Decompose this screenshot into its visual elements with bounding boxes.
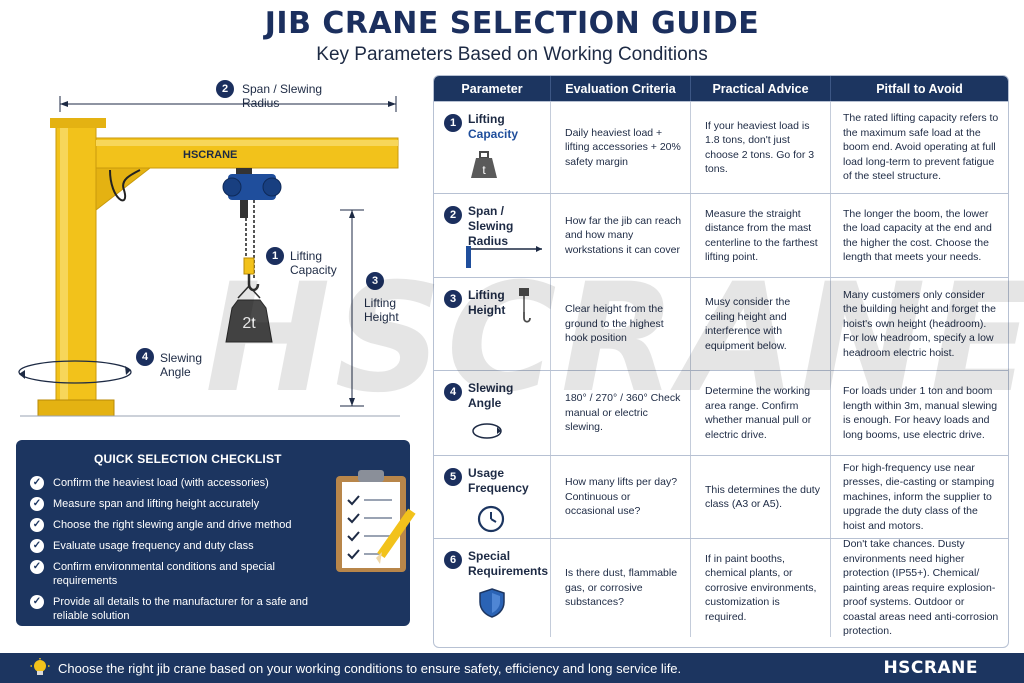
check-icon: ✓ — [30, 539, 44, 553]
advice-cell: If in paint booths, chemical plants, or … — [691, 539, 831, 637]
column-header-pitfall: Pitfall to Avoid — [876, 81, 963, 96]
svg-text:t: t — [482, 163, 486, 177]
table-header: Parameter Evaluation Criteria Practical … — [434, 76, 1008, 101]
pitfall-cell: The longer the boom, the lower the load … — [843, 207, 992, 264]
hook-icon — [519, 288, 531, 323]
column-header-criteria: Evaluation Criteria — [551, 76, 691, 101]
column-header-advice: Practical Advice — [691, 76, 831, 101]
checklist-item: ✓Confirm the heaviest load (with accesso… — [30, 476, 340, 490]
quick-selection-checklist: QUICK SELECTION CHECKLIST ✓Confirm the h… — [16, 440, 416, 626]
criteria-cell: Clear height from the ground to the high… — [551, 278, 691, 370]
footer-bar: Choose the right jib crane based on your… — [0, 653, 1024, 683]
criteria-cell: Daily heaviest load + lifting accessorie… — [551, 102, 691, 193]
check-icon: ✓ — [30, 560, 44, 574]
advice-cell: If your heaviest load is 1.8 tons, don't… — [691, 102, 831, 193]
load-weight-label: 2t — [242, 315, 256, 332]
parameter-table: Parameter Evaluation Criteria Practical … — [433, 75, 1009, 648]
pitfall-cell: For loads under 1 ton and boom length wi… — [843, 385, 998, 441]
pitfall-cell: The rated lifting capacity refers to the… — [843, 112, 999, 183]
criteria-cell: How many lifts per day? Continuous or oc… — [551, 456, 691, 538]
shield-icon — [479, 588, 505, 618]
jib-crane-illustration: HSCRANE 2t — [18, 96, 400, 417]
span-icon — [466, 246, 542, 268]
advice-cell: Determine the working area range. Confir… — [691, 371, 831, 455]
checklist-items: ✓Confirm the heaviest load (with accesso… — [30, 476, 396, 623]
page-subtitle: Key Parameters Based on Working Conditio… — [316, 44, 708, 65]
checklist-title: QUICK SELECTION CHECKLIST — [94, 452, 282, 466]
check-icon: ✓ — [30, 518, 44, 532]
checklist-item: ✓Choose the right slewing angle and driv… — [30, 518, 340, 532]
criteria-cell: Is there dust, flammable gas, or corrosi… — [551, 539, 691, 637]
pitfall-cell: Don't take chances. Dusty environments n… — [843, 538, 999, 638]
checklist-item: ✓Measure span and lifting height accurat… — [30, 497, 340, 511]
brand-logo: HSCRANE — [883, 658, 978, 678]
parameter-cell: 2 Span /Slewing Radius — [434, 194, 551, 277]
checklist-item: ✓Evaluate usage frequency and duty class — [30, 539, 340, 553]
check-icon: ✓ — [30, 476, 44, 490]
rotation-icon — [472, 423, 502, 439]
check-icon: ✓ — [30, 497, 44, 511]
clock-icon — [477, 505, 505, 533]
table-row: 2 Span /Slewing Radius How far the jib c… — [434, 193, 1008, 277]
weight-icon: t — [471, 151, 497, 178]
pitfall-cell: For high-frequency use near presses, die… — [843, 461, 995, 532]
criteria-cell: 180° / 270° / 360° Check manual or elect… — [551, 371, 691, 455]
checklist-item: ✓Provide all details to the manufacturer… — [30, 595, 340, 623]
clipboard-icon — [336, 470, 416, 572]
criteria-cell: How far the jib can reach and how many w… — [551, 194, 691, 277]
boom-brand-label: HSCRANE — [183, 149, 237, 161]
advice-cell: Measure the straight distance from the m… — [691, 194, 831, 277]
page-title: JIB CRANE SELECTION GUIDE — [264, 6, 760, 41]
lightbulb-icon — [30, 658, 50, 675]
advice-cell: Musy consider the ceiling height and int… — [691, 278, 831, 370]
checklist-item: ✓Confirm environmental conditions and sp… — [30, 560, 340, 588]
check-icon: ✓ — [30, 595, 44, 609]
footer-text: Choose the right jib crane based on your… — [58, 660, 682, 676]
pitfall-cell: Many customers only consider the buildin… — [843, 288, 996, 359]
column-header-parameter: Parameter — [434, 76, 551, 101]
advice-cell: This determines the duty class (A3 or A5… — [691, 456, 831, 538]
